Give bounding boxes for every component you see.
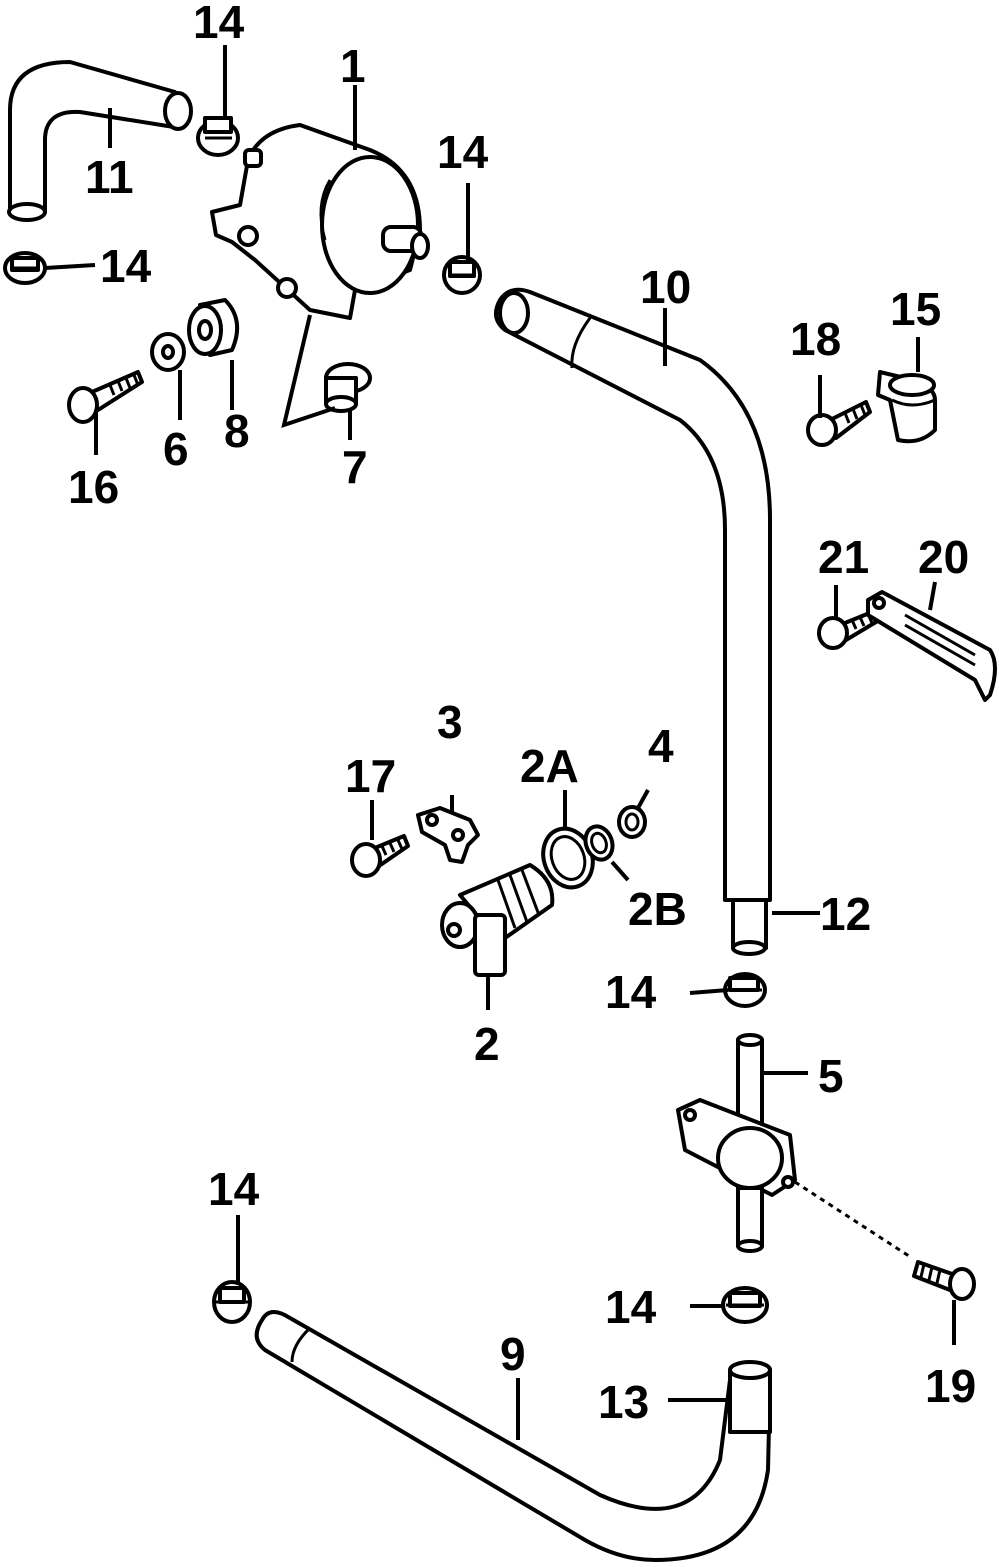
label-13: 13 (598, 1376, 649, 1428)
label-8: 8 (224, 405, 250, 457)
label-15: 15 (890, 283, 941, 335)
collar-7-icon (324, 362, 372, 413)
label-2a: 2A (520, 740, 579, 792)
label-12: 12 (820, 888, 871, 940)
clamp-14-left-icon (3, 251, 47, 285)
ring-4-icon (617, 805, 647, 839)
clamp-14-top-icon (196, 116, 240, 157)
bolt-21-icon (817, 610, 878, 650)
label-2: 2 (474, 1018, 500, 1070)
label-6: 6 (163, 423, 189, 475)
label-14-top: 14 (193, 0, 245, 48)
label-14-mid: 14 (437, 126, 489, 178)
fuel-pump-1-icon (210, 123, 430, 320)
label-1: 1 (340, 40, 366, 92)
label-16: 16 (68, 461, 119, 513)
oring-2b-icon (583, 824, 615, 862)
clamp-14-right-icon (723, 972, 767, 1008)
injector-2-icon (440, 863, 555, 977)
bolt-18-icon (806, 400, 872, 447)
label-7: 7 (342, 441, 368, 493)
label-14-lower: 14 (605, 1281, 657, 1333)
clamp-14-mid-icon (442, 255, 482, 295)
label-14-right: 14 (605, 966, 657, 1018)
label-21: 21 (818, 531, 869, 583)
part-labels: 1 14 11 14 14 10 18 15 6 8 16 7 21 20 17… (68, 0, 976, 1428)
bolt-17-icon (350, 834, 410, 878)
label-14-bottom-left: 14 (208, 1163, 260, 1215)
leader-lines (44, 45, 956, 1440)
label-19: 19 (925, 1360, 976, 1412)
label-18: 18 (790, 313, 841, 365)
hose-end-12-icon (731, 898, 768, 956)
label-11: 11 (85, 151, 134, 203)
washer-6-icon (150, 332, 186, 372)
label-4: 4 (648, 720, 674, 772)
hose-end-13-icon (728, 1360, 772, 1434)
bracket-20-icon (866, 590, 997, 702)
label-20: 20 (918, 531, 969, 583)
label-9: 9 (500, 1328, 526, 1380)
fuel-valve-5-icon (676, 1033, 913, 1260)
screw-19-icon (912, 1260, 976, 1301)
label-14-left: 14 (100, 240, 152, 292)
bolt-16-icon (67, 370, 144, 424)
clamp-14-lower-icon (721, 1286, 769, 1324)
label-10: 10 (640, 261, 691, 313)
label-17: 17 (345, 750, 396, 802)
plate-3-icon (416, 806, 480, 864)
label-5: 5 (818, 1050, 844, 1102)
grommet-8-icon (187, 298, 240, 357)
hose-9-icon (254, 1310, 772, 1562)
label-2b: 2B (628, 883, 687, 935)
hose-10-icon (494, 287, 772, 902)
clamp-14-bottom-left-icon (212, 1280, 252, 1324)
clip-15-icon (876, 370, 937, 444)
label-3: 3 (437, 696, 463, 748)
hose-11-icon (7, 60, 193, 222)
